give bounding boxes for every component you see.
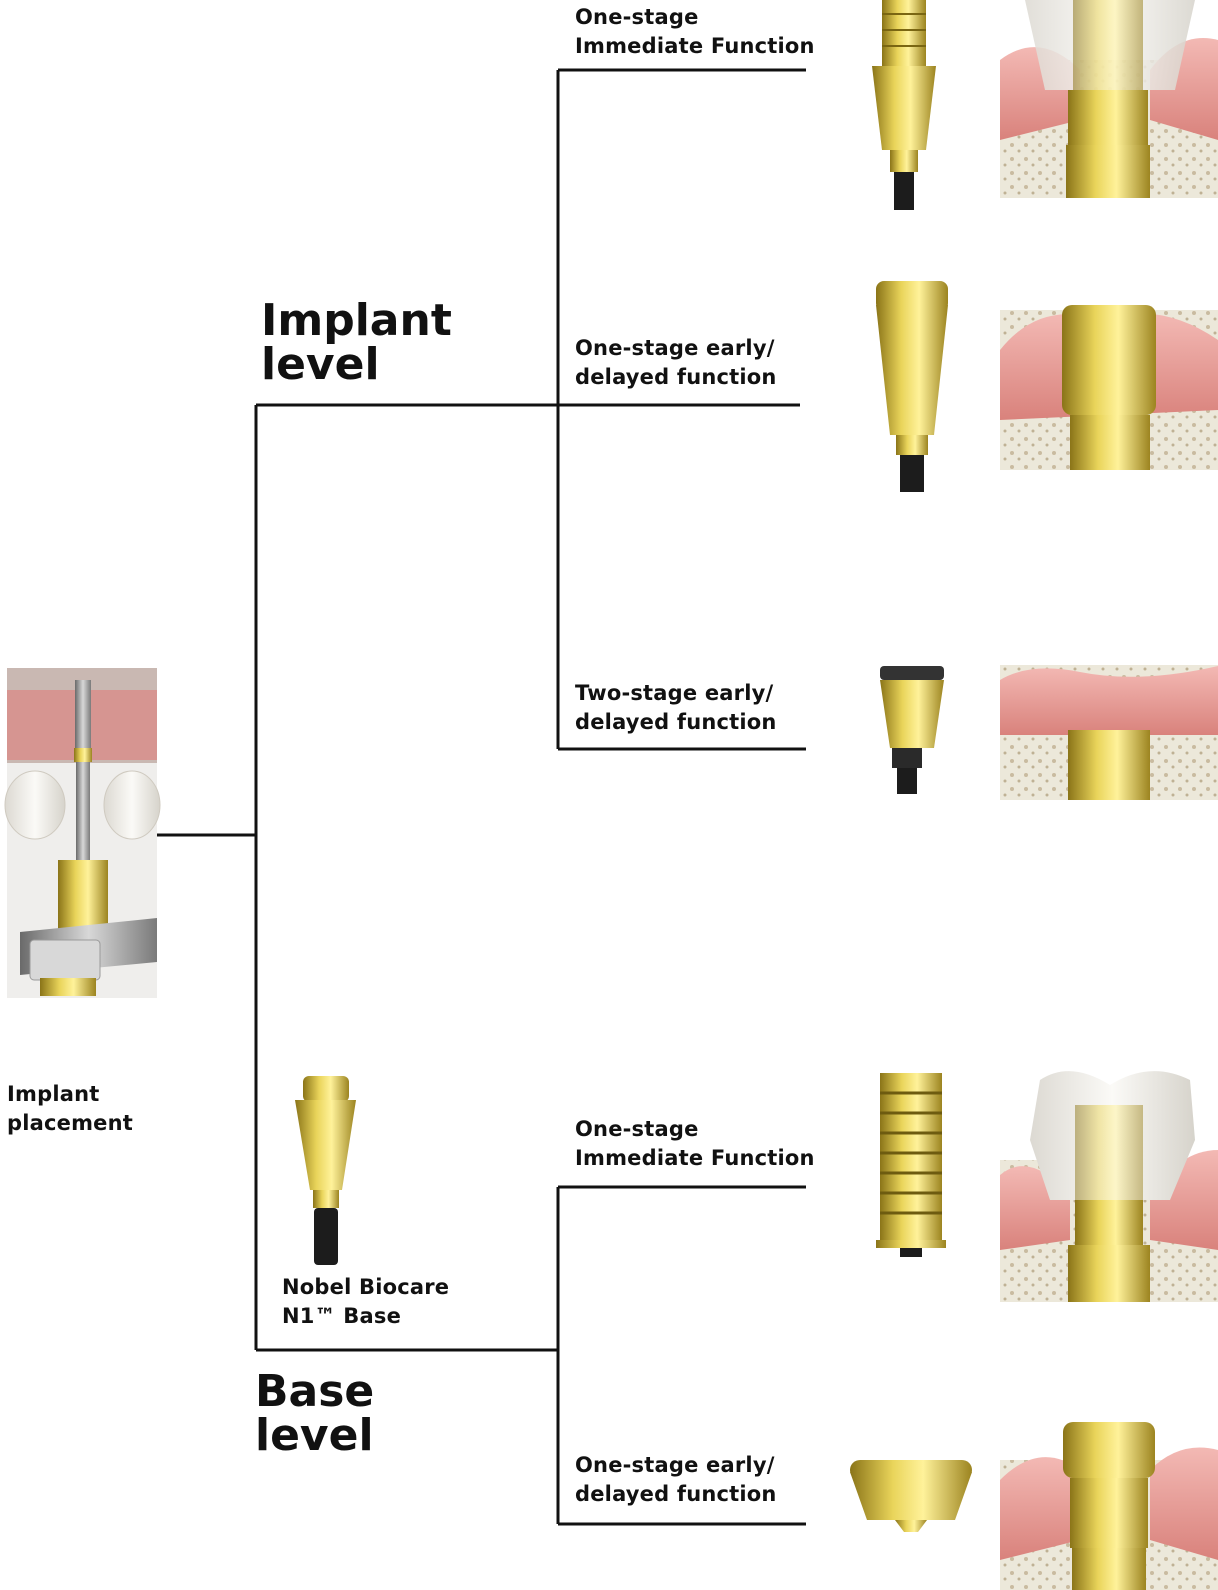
- clinical-image-1: [1000, 0, 1218, 198]
- clinical-image-3: [1000, 665, 1218, 800]
- branch-2-line1: One-stage early/: [575, 334, 777, 363]
- base-level-heading: Base level: [255, 1370, 374, 1458]
- branch-1-line2: Immediate Function: [575, 32, 815, 61]
- abutment-icon-3: [880, 666, 944, 794]
- branch-4-line2: Immediate Function: [575, 1144, 815, 1173]
- branch-1-line1: One-stage: [575, 3, 815, 32]
- branch-label-4: One-stage Immediate Function: [575, 1115, 815, 1173]
- branch-4-line1: One-stage: [575, 1115, 815, 1144]
- base-level-line2: level: [255, 1414, 374, 1458]
- implant-level-line1: Implant: [261, 299, 452, 343]
- implant-placement-label-line2: placement: [7, 1109, 133, 1138]
- branch-label-1: One-stage Immediate Function: [575, 3, 815, 61]
- clinical-image-5: [1000, 1422, 1218, 1590]
- abutment-icon-5: [850, 1460, 972, 1532]
- base-product-line1: Nobel Biocare: [282, 1273, 449, 1302]
- base-product-line2: N1™ Base: [282, 1302, 449, 1331]
- abutment-icon-4: [876, 1073, 946, 1257]
- abutment-icon-1: [872, 0, 936, 210]
- branch-label-2: One-stage early/ delayed function: [575, 334, 777, 392]
- branch-label-5: One-stage early/ delayed function: [575, 1451, 777, 1509]
- branch-3-line1: Two-stage early/: [575, 679, 777, 708]
- n1-base-product-icon: [295, 1076, 356, 1265]
- connector-lines: [155, 70, 806, 1524]
- branch-2-line2: delayed function: [575, 363, 777, 392]
- implant-placement-label: Implant placement: [7, 1080, 133, 1138]
- branch-label-3: Two-stage early/ delayed function: [575, 679, 777, 737]
- branch-3-line2: delayed function: [575, 708, 777, 737]
- implant-placement-photo: [5, 668, 160, 998]
- abutment-icon-2: [876, 281, 948, 492]
- implant-level-heading: Implant level: [261, 299, 452, 387]
- implant-level-line2: level: [261, 343, 452, 387]
- clinical-image-4: [1000, 1071, 1218, 1302]
- base-level-line1: Base: [255, 1370, 374, 1414]
- base-product-label: Nobel Biocare N1™ Base: [282, 1273, 449, 1331]
- branch-5-line2: delayed function: [575, 1480, 777, 1509]
- clinical-image-2: [1000, 305, 1218, 470]
- implant-placement-label-line1: Implant: [7, 1080, 133, 1109]
- branch-5-line1: One-stage early/: [575, 1451, 777, 1480]
